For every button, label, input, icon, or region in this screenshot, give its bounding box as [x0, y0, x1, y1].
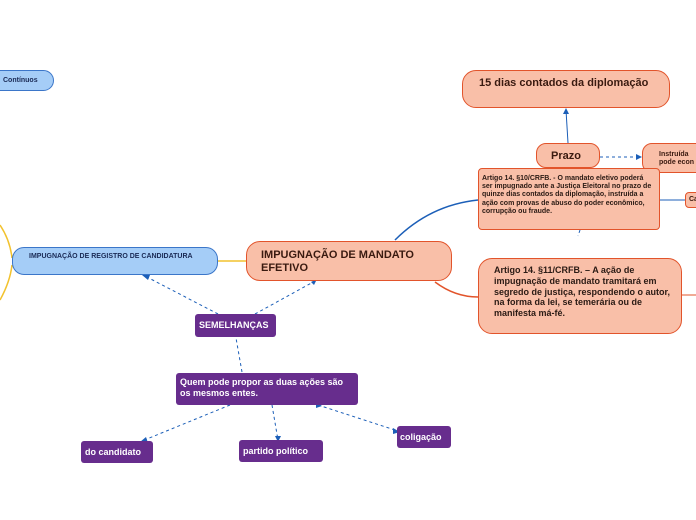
node-artigo-11-label: Artigo 14. §11/CRFB. – A ação de impugna… [494, 265, 671, 319]
node-ca-label: Ca [689, 196, 696, 203]
node-mandato-efetivo[interactable]: IMPUGNAÇÃO DE MANDATO EFETIVO [246, 241, 452, 281]
arrow-head-instruida [636, 154, 642, 160]
dashed-quem-coligacao [317, 404, 399, 432]
node-artigo-10-label: Artigo 14. §10/CRFB. - O mandato eletivo… [482, 175, 652, 215]
dashed-quem-semelhancas [235, 337, 243, 373]
branch-blue-artigo10 [394, 199, 479, 241]
branch-yellow-top [0, 224, 13, 259]
node-coligacao[interactable]: coligação [397, 426, 451, 448]
node-coligacao-label: coligação [400, 432, 442, 442]
branch-orange-artigo11 [434, 281, 479, 298]
node-quem-pode-label: Quem pode propor as duas ações são os me… [180, 377, 344, 398]
node-partido-label: partido político [243, 446, 308, 456]
node-semelhancas-label: SEMELHANÇAS [199, 320, 269, 330]
dashed-semelhancas-registro [144, 275, 219, 315]
node-continuos[interactable]: Contínuos [0, 70, 54, 91]
node-artigo-10[interactable]: Artigo 14. §10/CRFB. - O mandato eletivo… [478, 168, 660, 230]
arrow-head-partido [275, 436, 281, 442]
node-semelhancas[interactable]: SEMELHANÇAS [195, 314, 276, 337]
node-ca[interactable]: Ca [685, 192, 696, 208]
node-15-dias-label: 15 dias contados da diplomação [479, 77, 649, 89]
node-mandato-efetivo-label: IMPUGNAÇÃO DE MANDATO EFETIVO [261, 249, 414, 275]
connector-prazo-dias [565, 109, 569, 144]
node-artigo-11[interactable]: Artigo 14. §11/CRFB. – A ação de impugna… [478, 258, 682, 334]
node-partido[interactable]: partido político [239, 440, 323, 462]
arrow-head-registro [142, 275, 150, 280]
arrow-head-dias [563, 108, 569, 114]
node-quem-pode[interactable]: Quem pode propor as duas ações são os me… [176, 373, 358, 405]
dashed-semelhancas-mandato [254, 280, 316, 315]
node-prazo[interactable]: Prazo [536, 143, 600, 168]
node-prazo-label: Prazo [551, 150, 581, 162]
node-candidato[interactable]: do candidato [81, 441, 153, 463]
dashed-quem-candidato [141, 404, 231, 442]
node-registro-candidatura-label: IMPUGNAÇÃO DE REGISTRO DE CANDIDATURA [29, 253, 193, 260]
branch-yellow-bottom [0, 264, 13, 301]
dashed-artigo10-below [577, 229, 581, 237]
dashed-quem-partido [271, 404, 279, 441]
node-registro-candidatura[interactable]: IMPUGNAÇÃO DE REGISTRO DE CANDIDATURA [12, 247, 218, 275]
node-continuos-label: Contínuos [3, 77, 38, 84]
node-candidato-label: do candidato [85, 447, 141, 457]
node-instruida-label: Instruída pode econ [659, 151, 695, 167]
node-15-dias[interactable]: 15 dias contados da diplomação [462, 70, 670, 108]
